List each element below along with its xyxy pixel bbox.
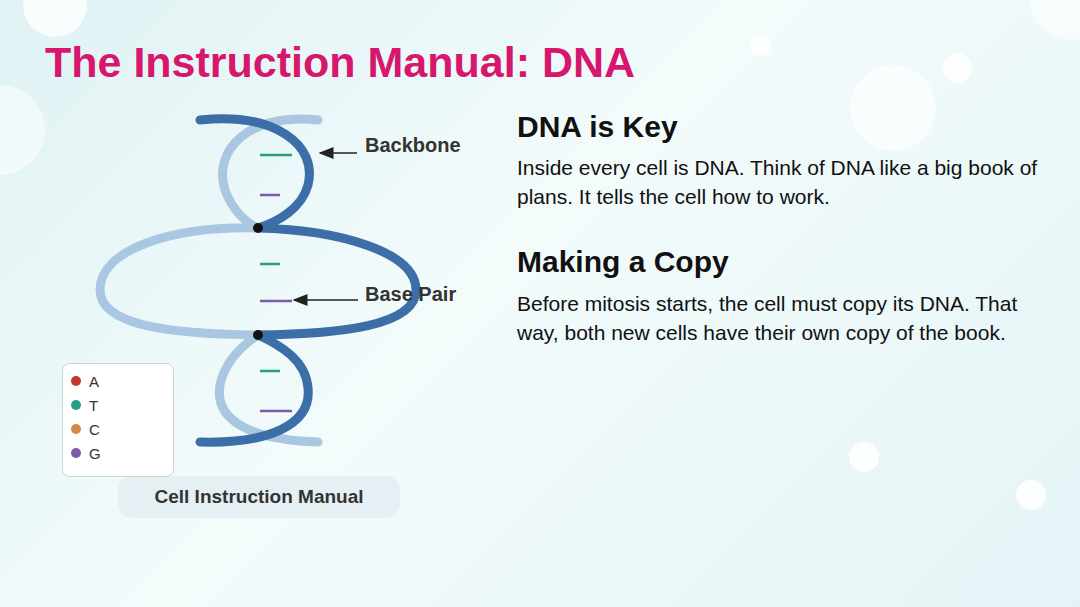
legend-row: G [71, 443, 101, 463]
section-heading: Making a Copy [517, 245, 729, 279]
legend-swatch [71, 448, 81, 458]
part-label: Base Pair [365, 283, 456, 306]
legend-text: C [89, 421, 100, 438]
legend-row: C [71, 419, 100, 439]
legend-swatch [71, 400, 81, 410]
body-text: Inside every cell is DNA. Think of DNA l… [517, 153, 1052, 211]
legend-text: A [89, 373, 99, 390]
legend-swatch [71, 424, 81, 434]
legend-box: ATCG [62, 363, 174, 477]
legend-text: G [89, 445, 101, 462]
leader-line [294, 299, 358, 301]
section-heading: DNA is Key [517, 110, 678, 144]
legend-swatch [71, 376, 81, 386]
caption: Cell Instruction Manual [154, 486, 363, 508]
leader-line [320, 152, 357, 154]
legend-row: T [71, 395, 98, 415]
slide-title: The Instruction Manual: DNA [45, 38, 635, 87]
legend-text: T [89, 397, 98, 414]
legend-row: A [71, 371, 99, 391]
part-label: Backbone [365, 134, 461, 157]
body-text: Before mitosis starts, the cell must cop… [517, 289, 1052, 347]
